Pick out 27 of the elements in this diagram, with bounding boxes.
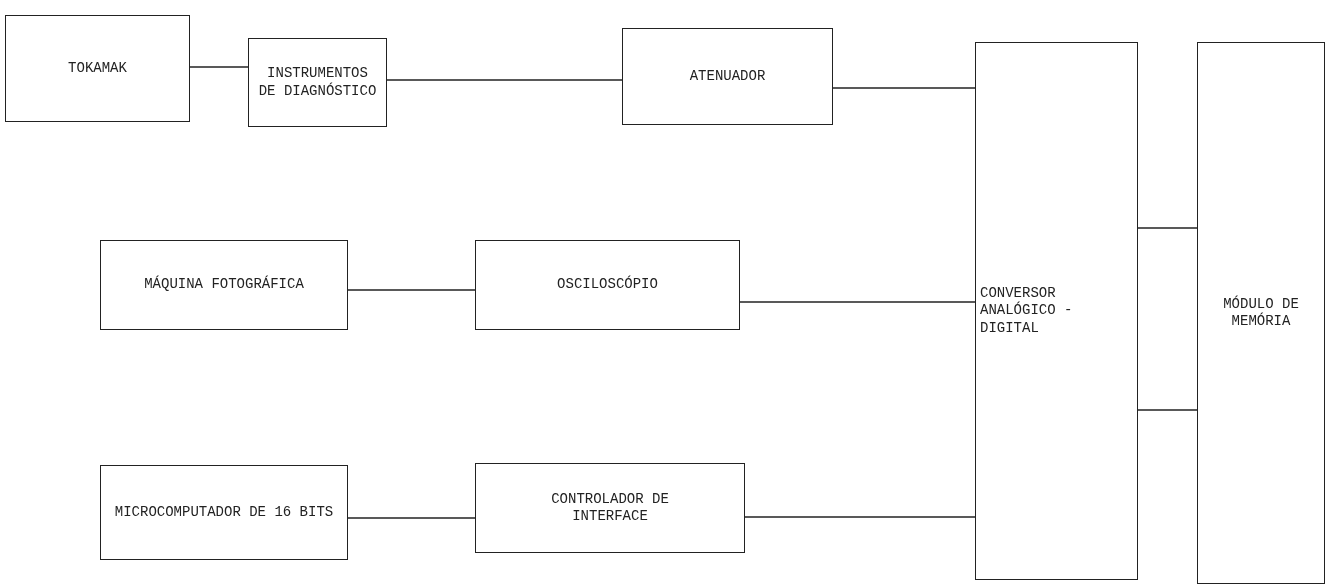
block-box	[1197, 42, 1325, 584]
block-box	[5, 15, 190, 122]
connector-line	[347, 517, 476, 519]
block-box	[475, 463, 745, 553]
block-label: OSCILOSCÓPIO	[557, 276, 658, 294]
block-label: MÓDULO DE MEMÓRIA	[1222, 295, 1300, 331]
block-box	[622, 28, 833, 125]
block-label: CONTROLADOR DE INTERFACE	[550, 490, 670, 526]
block-box	[475, 240, 740, 330]
block-label: MICROCOMPUTADOR DE 16 BITS	[114, 503, 334, 522]
connector-line	[386, 79, 623, 81]
connector-line	[832, 87, 976, 89]
block-box	[248, 38, 387, 127]
block-label: TOKAMAK	[68, 59, 127, 78]
block-box	[975, 42, 1138, 580]
block-label: MÁQUINA FOTOGRÁFICA	[144, 276, 304, 294]
connector-line	[1137, 227, 1198, 229]
block-label: INSTRUMENTOS DE DIAGNÓSTICO	[257, 65, 378, 100]
connector-line	[739, 301, 976, 303]
block-box	[100, 240, 348, 330]
connector-line	[347, 289, 476, 291]
connector-line	[189, 66, 249, 68]
connector-line	[744, 516, 976, 518]
connector-line	[1137, 409, 1198, 411]
block-box	[100, 465, 348, 560]
block-label: CONVERSOR ANALÓGICO - DIGITAL	[980, 284, 1074, 338]
block-label: ATENUADOR	[689, 67, 766, 86]
